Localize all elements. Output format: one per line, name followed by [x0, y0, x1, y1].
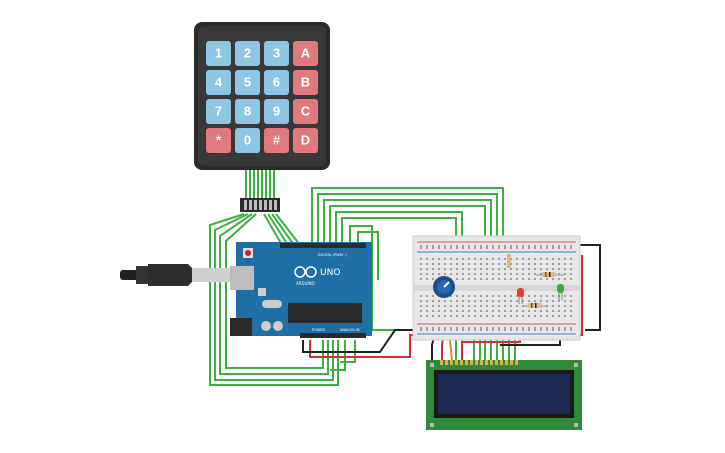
keypad-4x4[interactable]: 1 2 3 A 4 5 6 B 7 8 9 C * 0 # D [194, 22, 330, 170]
key-label: 5 [244, 74, 251, 89]
key-label: A [301, 45, 311, 60]
key-button[interactable]: D [293, 128, 318, 153]
key-button[interactable]: 8 [235, 99, 260, 124]
usb-port [230, 266, 254, 290]
key-label: 8 [244, 103, 251, 118]
key-button[interactable]: 2 [235, 41, 260, 66]
key-label: D [301, 132, 310, 147]
key-button[interactable]: 9 [264, 99, 289, 124]
resistor[interactable] [524, 303, 548, 308]
power-label: POWER [312, 328, 326, 332]
arduino-uno-board[interactable]: UNO ARDUINO DIGITAL (PWM~) POWER ANALOG … [230, 242, 372, 338]
digital-label: DIGITAL (PWM~) [318, 253, 348, 257]
usb-cable[interactable] [120, 264, 232, 286]
power-jack [230, 318, 252, 336]
potentiometer[interactable] [433, 276, 455, 298]
capacitor [273, 321, 283, 331]
key-label: 0 [244, 132, 251, 147]
key-label: B [301, 74, 310, 89]
breadboard[interactable] [412, 235, 581, 341]
board-model-label: UNO [320, 268, 340, 278]
lcd-16x2-display[interactable] [426, 360, 582, 430]
lcd-pins [440, 360, 518, 365]
crystal [262, 300, 282, 308]
key-label: 6 [273, 74, 280, 89]
key-label: 4 [215, 74, 223, 89]
resistors[interactable] [507, 254, 564, 308]
key-button[interactable]: 6 [264, 70, 289, 95]
key-button[interactable]: # [264, 128, 289, 153]
lcd-screen [438, 374, 570, 414]
key-button[interactable]: 5 [235, 70, 260, 95]
key-label: 2 [244, 45, 251, 60]
keypad-header-connector [240, 198, 280, 212]
key-button[interactable]: 4 [206, 70, 231, 95]
key-button[interactable]: 0 [235, 128, 260, 153]
red-led[interactable] [517, 288, 524, 304]
capacitor [261, 321, 271, 331]
key-label: 7 [215, 103, 222, 118]
key-label: 3 [273, 45, 280, 60]
key-button[interactable]: C [293, 99, 318, 124]
breadboard-trench [413, 285, 580, 291]
power-header [300, 333, 336, 338]
green-led[interactable] [557, 284, 564, 300]
key-button[interactable]: 1 [206, 41, 231, 66]
atmega-chip [288, 303, 362, 323]
key-button[interactable]: 7 [206, 99, 231, 124]
key-button[interactable]: 3 [264, 41, 289, 66]
board-brand-label: ARDUINO [296, 281, 315, 286]
digital-header [280, 243, 366, 248]
analog-label: ANALOG IN [340, 328, 360, 332]
key-label: 1 [215, 45, 222, 60]
key-label: * [216, 132, 222, 147]
key-button[interactable]: A [293, 41, 318, 66]
key-label: 9 [273, 103, 280, 118]
analog-header [336, 333, 366, 338]
arduino-logo-icon [294, 266, 317, 278]
key-label: C [301, 103, 311, 118]
key-button[interactable]: B [293, 70, 318, 95]
resistor[interactable] [507, 254, 511, 268]
key-label: # [273, 132, 281, 147]
chip-small [258, 288, 266, 296]
key-button[interactable]: * [206, 128, 231, 153]
resistor[interactable] [536, 272, 564, 277]
